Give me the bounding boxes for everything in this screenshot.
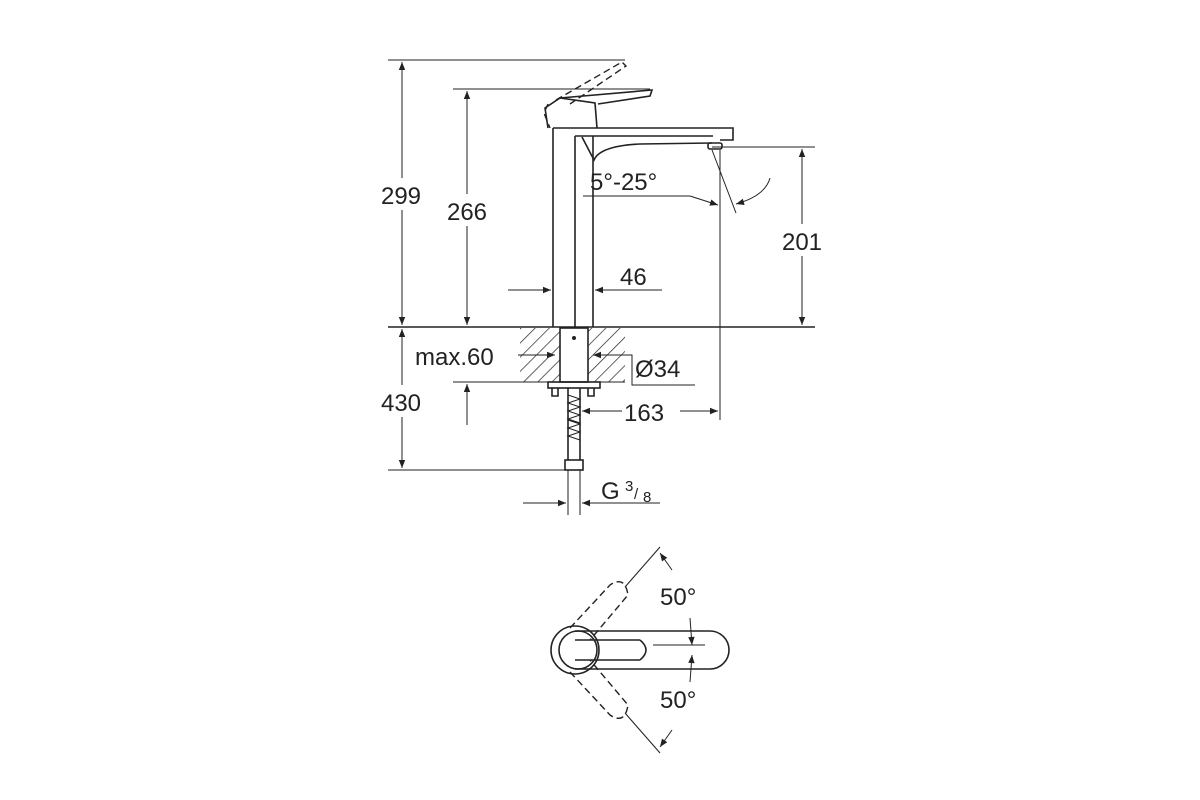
dim-body-diameter: 46 [620,264,647,291]
svg-text:/: / [634,486,639,503]
dim-spout-angle: 5°-25° [590,169,657,196]
dim-outlet-height: 201 [782,229,822,256]
extension-lines [388,59,815,471]
dim-total-height: 299 [381,183,421,210]
dim-max-deck: max.60 [415,344,494,371]
angle-upper: 50° [660,584,696,611]
dim-connection-thread: G [601,478,620,505]
dim-lever-height: 266 [447,199,487,226]
faucet-side-view [543,61,771,327]
dim-hole-diameter: Ø34 [635,356,680,383]
dim-connection-num: 3 [625,478,633,495]
faucet-top-view [550,546,730,754]
dim-connection-den: 8 [643,489,651,506]
angle-lower: 50° [660,687,696,714]
dim-hose-length: 430 [381,390,421,417]
dim-projection: 163 [624,400,664,427]
